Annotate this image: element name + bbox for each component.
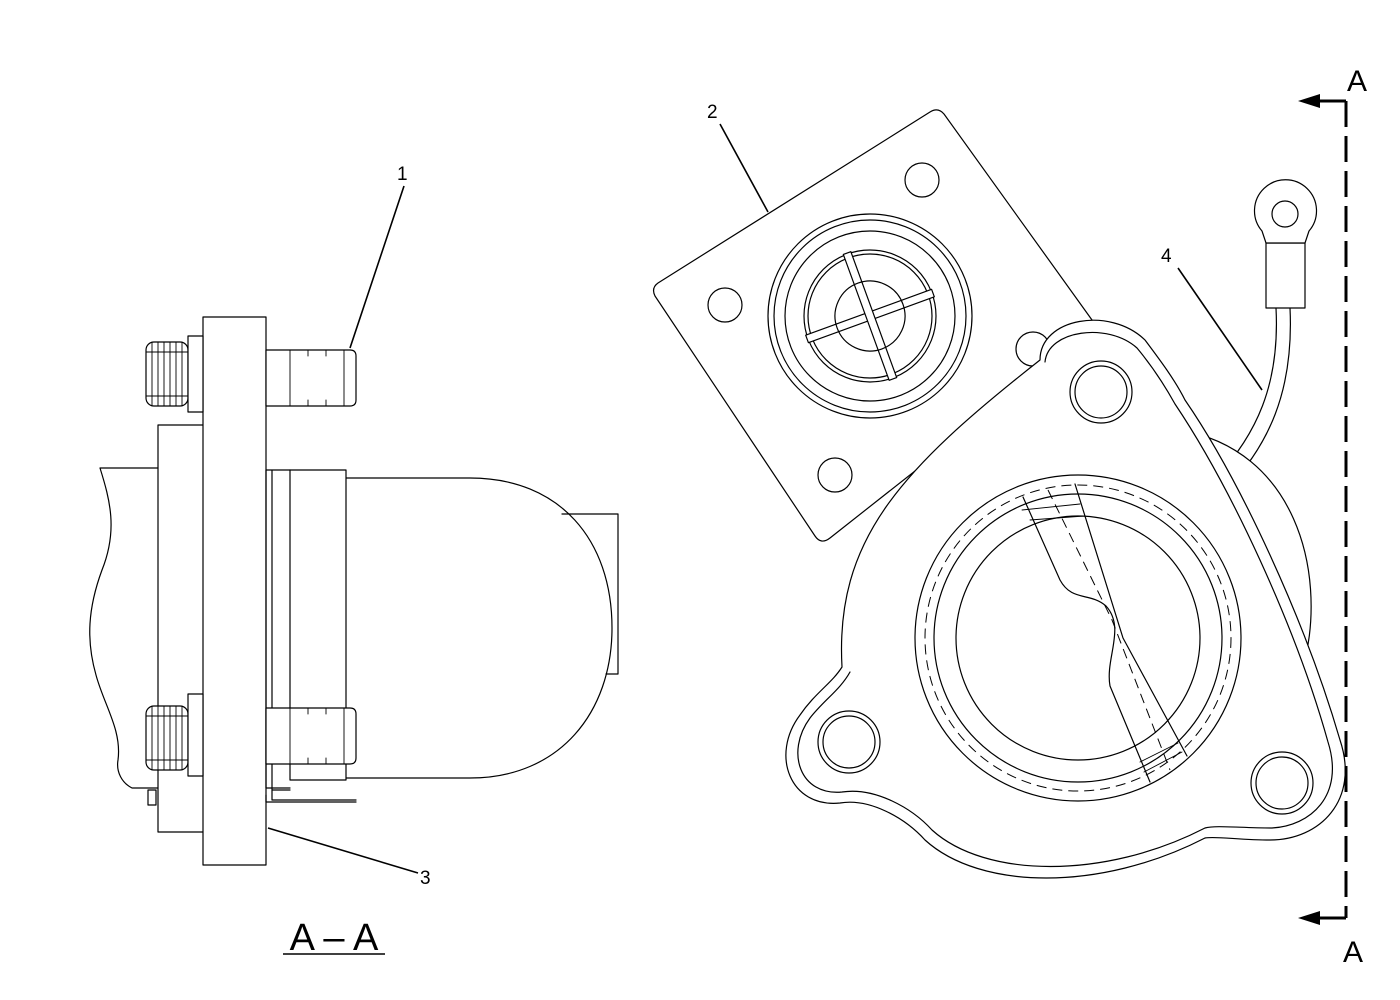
- flange-bolt-hole: [818, 711, 880, 773]
- callout-1: 1: [397, 164, 408, 185]
- housing-outlet: [290, 470, 612, 780]
- stud-item-1: [266, 350, 356, 406]
- flange-cross-vanes: [784, 230, 956, 402]
- main-flange: [203, 317, 266, 865]
- flange-bolt-hole: [1070, 361, 1132, 423]
- arrow-left-icon: [1298, 911, 1320, 925]
- flange-bolt-hole: [905, 163, 939, 197]
- backing-plate: [158, 425, 203, 832]
- flange-bore: [915, 475, 1241, 801]
- section-view-a-a: [90, 317, 618, 865]
- callout-4: 4: [1161, 246, 1172, 267]
- valve-plate: [1023, 497, 1150, 782]
- section-cut-line: A A: [1298, 65, 1367, 969]
- wire-ring-terminal: [1255, 180, 1317, 243]
- bore-hidden: [925, 485, 1231, 791]
- bore-outer: [915, 475, 1241, 801]
- flange-bolt-hole: [708, 288, 742, 322]
- callout-3: 3: [420, 868, 431, 889]
- pipe-body: [90, 468, 158, 788]
- ground-wire: [1216, 180, 1317, 490]
- three-bolt-flange-inner: [798, 332, 1333, 866]
- callout-2: 2: [707, 102, 718, 123]
- top-bolt-washer: [188, 336, 203, 412]
- leader-1: [350, 186, 404, 348]
- bottom-stud: [266, 708, 356, 764]
- top-bolt: [146, 336, 356, 412]
- wire-crimp: [1266, 243, 1305, 308]
- side-tab: [562, 514, 618, 674]
- bracket-lines: [266, 788, 356, 802]
- leader-3: [268, 828, 418, 873]
- callouts: 1 2 3 4: [268, 102, 1262, 889]
- gasket: [266, 470, 290, 788]
- leader-2: [720, 124, 768, 212]
- bottom-bolt-washer: [188, 694, 203, 776]
- flange-bolt-hole: [1251, 752, 1313, 814]
- section-title-group: A – A: [283, 917, 385, 959]
- front-view: [654, 110, 1346, 878]
- section-marker-top: A: [1347, 65, 1367, 98]
- flange-bolt-hole: [818, 458, 852, 492]
- arrow-left-icon: [1298, 94, 1320, 108]
- square-flange: [654, 110, 1095, 541]
- leader-4: [1178, 268, 1262, 390]
- section-title: A – A: [290, 917, 379, 959]
- section-marker-bottom: A: [1343, 936, 1363, 969]
- three-bolt-flange: [786, 320, 1345, 878]
- three-bolt-holes: [818, 361, 1313, 814]
- bottom-bolt: [146, 694, 356, 805]
